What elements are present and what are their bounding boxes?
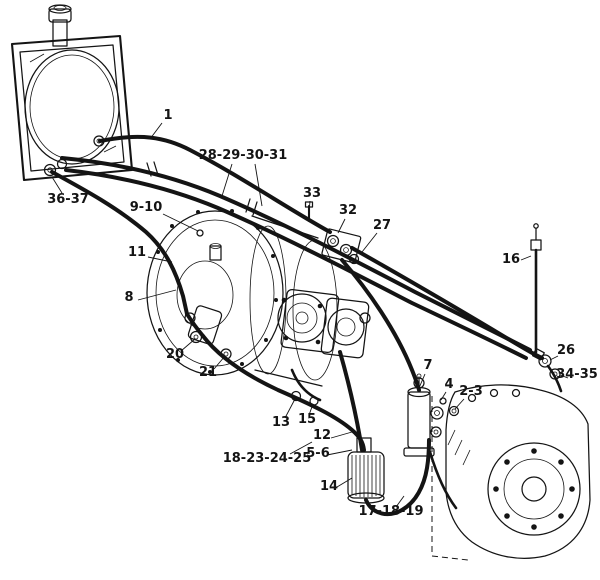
part-label-9-10: 9-10	[130, 200, 163, 215]
part-label-21: 21	[199, 365, 217, 380]
rear-housing	[431, 384, 591, 561]
radiator-filler-cap	[48, 4, 72, 47]
part-label-27: 27	[373, 218, 391, 233]
part-label-12: 12	[313, 428, 331, 443]
part-label-5-6: 5-6	[306, 446, 330, 461]
part-label-33: 33	[303, 186, 321, 201]
leader-lines	[51, 122, 569, 508]
part-label-34-35: 34-35	[556, 367, 598, 382]
engine-lower-fittings	[184, 305, 232, 360]
part-label-17-18-19: 17-18-19	[358, 504, 423, 519]
part-label-20: 20	[166, 347, 184, 362]
part-label-4: 4	[444, 377, 453, 392]
part-label-36-37: 36-37	[47, 192, 89, 207]
part-label-26: 26	[557, 343, 575, 358]
part-label-15: 15	[298, 412, 316, 427]
part-label-32: 32	[339, 203, 357, 218]
return-line-fittings	[530, 223, 561, 380]
part-label-7: 7	[423, 358, 432, 373]
part-label-1: 1	[163, 108, 172, 123]
part-label-28-29-30-31: 28-29-30-31	[199, 148, 288, 163]
part-label-11: 11	[128, 245, 146, 260]
part-label-18-23-24-25: 18-23-24-25	[223, 451, 312, 466]
oil-filter	[347, 437, 385, 504]
part-label-13: 13	[272, 415, 290, 430]
part-label-16: 16	[502, 252, 520, 267]
part-label-2-3: 2-3	[459, 384, 483, 399]
part-label-14: 14	[320, 479, 338, 494]
part-label-8: 8	[124, 290, 133, 305]
part-labels: 1 36-37 9-10 28-29-30-31 33 32 27 16 11 …	[47, 108, 598, 519]
hydraulic-pumps	[277, 288, 371, 406]
